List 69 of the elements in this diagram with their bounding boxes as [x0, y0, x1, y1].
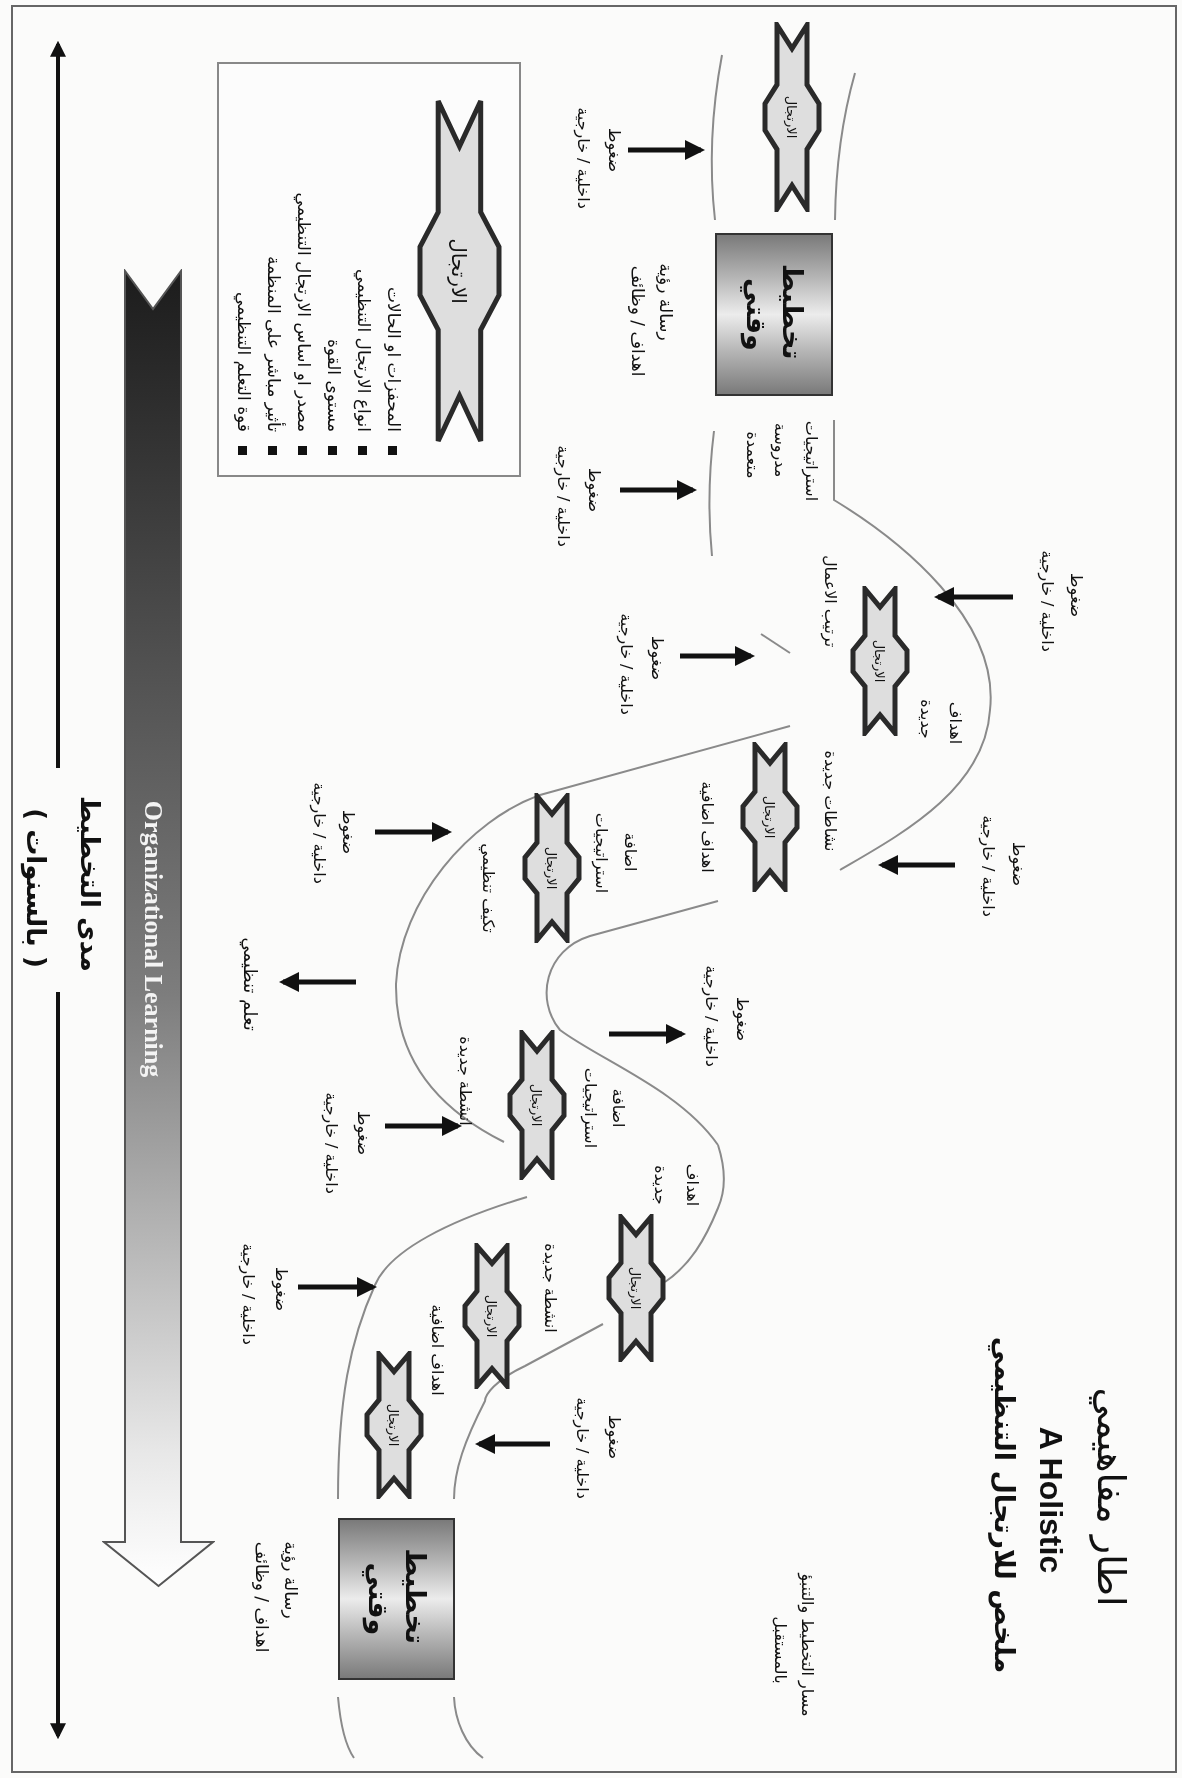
annotation-text: ضغوط — [647, 635, 667, 681]
legend-item: مستوى القوة — [321, 338, 347, 455]
annotation-text: ضغوط — [604, 1414, 624, 1460]
legend-item: مصدر او اساس الارتجال التنظيمي — [291, 192, 317, 455]
annotation-text: انشطة جديدة — [455, 1036, 475, 1126]
annotation-text: تكيف تنظيمي — [478, 843, 498, 933]
annotation-text: مدروسة — [770, 422, 790, 478]
annotation-text: ضغوط — [604, 127, 624, 173]
bowtie-badge: الارتجال — [522, 793, 582, 943]
annotation-text: جديدة — [650, 1165, 670, 1205]
axis-label: ( بالسنوات ) — [20, 808, 50, 968]
annotation-text: رسالة رؤية — [655, 263, 675, 341]
annotation-text: اهداف / وظائف — [251, 1541, 271, 1653]
annotation-text: استراتيجيات — [801, 420, 821, 502]
legend-box — [217, 62, 521, 477]
annotation-text: جديدة — [916, 699, 936, 739]
annotation-text: ضغوط — [338, 809, 358, 855]
annotation-text: نشاطات جديدة — [820, 750, 840, 852]
bowtie-badge: الارتجال — [507, 1030, 567, 1180]
planning-box: تخطيط وقتي — [715, 233, 833, 396]
annotation-text: داخلية / خارجية — [553, 445, 573, 547]
annotation-text: مسار التخطيط والتنبؤ — [797, 1573, 817, 1717]
subtitle-text: ملخص للارتجال التنظيمي — [988, 1336, 1020, 1674]
annotation-text: تعلم تنظيمي — [239, 937, 261, 1031]
annotation-text: داخلية / خارجية — [616, 613, 636, 715]
annotation-text: ضغوط — [584, 467, 604, 513]
annotation-text: انشطة جديدة — [540, 1243, 560, 1333]
legend-item: انواع الارتجال التنظيمي — [351, 269, 377, 455]
annotation-text: داخلية / خارجية — [701, 965, 721, 1067]
bowtie-badge: الارتجال — [417, 98, 502, 444]
annotation-text: داخلية / خارجية — [309, 782, 329, 884]
legend-item: المحفزات او الحالات — [381, 287, 407, 455]
legend-item: قوة التعلم التنظيمي — [231, 291, 257, 455]
title-text: اطار مفاهيمي — [1088, 1387, 1132, 1607]
annotation-text: رسالة رؤية — [280, 1541, 300, 1619]
annotation-text: داخلية / خارجية — [572, 1397, 592, 1499]
annotation-text: ضغوط — [1008, 841, 1028, 887]
axis-label: مدى التخطيط — [74, 796, 104, 972]
annotation-text: استراتيجيات — [580, 1067, 600, 1149]
annotation-text: داخلية / خارجية — [1037, 550, 1057, 652]
bowtie-badge: الارتجال — [850, 586, 910, 736]
annotation-text: ضغوط — [1066, 572, 1086, 618]
annotation-text: اهداف — [945, 701, 965, 745]
bowtie-badge: الارتجال — [606, 1214, 666, 1362]
planning-box: تخطيط وقتي — [338, 1518, 455, 1680]
bowtie-badge: الارتجال — [462, 1243, 522, 1389]
annotation-text: اضافة — [608, 1088, 628, 1128]
annotation-text: ضغوط — [353, 1110, 373, 1156]
annotation-text: اهداف / وظائف — [627, 265, 647, 377]
annotation-text: داخلية / خارجية — [573, 107, 593, 209]
bowtie-badge: الارتجال — [364, 1351, 424, 1499]
annotation-text: داخلية / خارجية — [978, 815, 998, 917]
annotation-text: متعمدة — [742, 431, 762, 479]
annotation-text: داخلية / خارجية — [321, 1092, 341, 1194]
bowtie-badge: الارتجال — [740, 742, 800, 892]
annotation-text: داخلية / خارجية — [238, 1243, 258, 1345]
bowtie-badge: الارتجال — [762, 22, 822, 212]
annotation-text: ترتيب الاعمال — [820, 554, 840, 648]
annotation-text: بالمستقبل — [770, 1616, 790, 1684]
annotation-text: اضافة — [620, 832, 640, 872]
subtitle-text: A Holistic — [1032, 1426, 1070, 1574]
annotation-text: ضغوط — [732, 996, 752, 1042]
annotation-text: اهداف — [682, 1163, 702, 1207]
annotation-text: استراتيجيات — [591, 812, 611, 894]
annotation-text: ضغوط — [271, 1266, 291, 1312]
annotation-text: اهداف اضافية — [697, 781, 717, 873]
annotation-text: اهداف اضافية — [427, 1304, 447, 1396]
gradient-arrow: Organizational Learning — [102, 269, 215, 1588]
legend-item: تأثير مباشر على المنظمة — [261, 255, 287, 455]
